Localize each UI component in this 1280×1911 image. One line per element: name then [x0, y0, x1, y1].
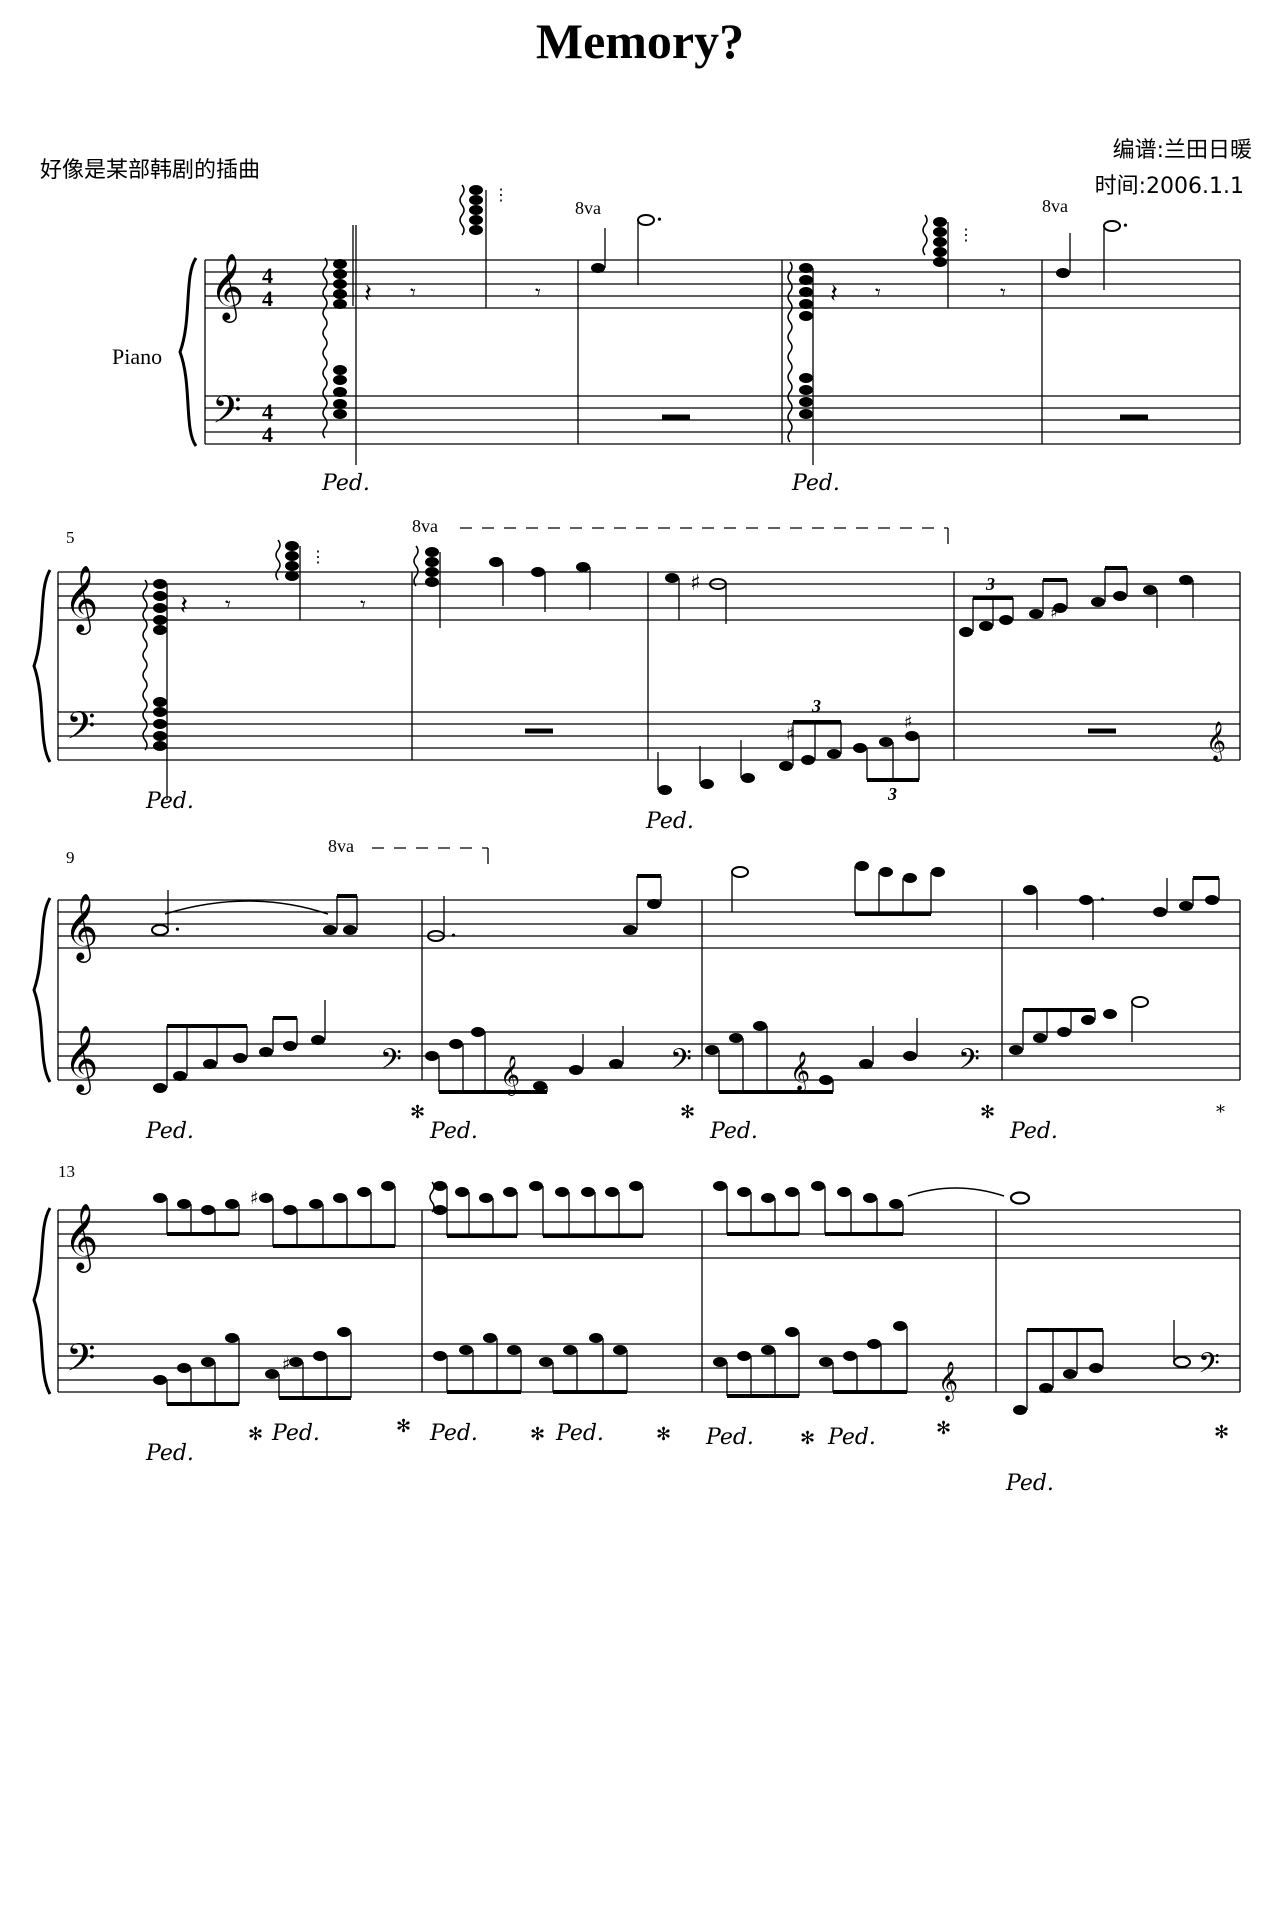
svg-text:⋮: ⋮ [493, 187, 509, 204]
svg-text:Ped.: Ped. [145, 1441, 194, 1466]
svg-text:✻: ✻ [530, 1424, 545, 1445]
svg-text:𝄢: 𝄢 [212, 387, 242, 441]
svg-text:♯: ♯ [282, 1354, 291, 1375]
svg-text:♯: ♯ [690, 571, 701, 596]
svg-text:✻: ✻ [1214, 1422, 1229, 1443]
svg-text:8va: 8va [328, 836, 354, 856]
svg-text:✻: ✻ [396, 1416, 411, 1437]
svg-text:𝄾: 𝄾 [360, 593, 366, 618]
svg-text:Ped.: Ped. [709, 1119, 758, 1144]
svg-text:𝄞: 𝄞 [500, 1055, 520, 1096]
svg-text:𝄞: 𝄞 [64, 564, 98, 635]
time-sig-top: 4 [262, 263, 273, 288]
svg-text:♯: ♯ [1050, 603, 1058, 622]
svg-text:𝄾: 𝄾 [1000, 281, 1006, 306]
score-subtitle: 好像是某部韩剧的插曲 [40, 158, 261, 183]
svg-text:𝄞: 𝄞 [64, 1024, 98, 1095]
svg-text:𝄢: 𝄢 [670, 1043, 692, 1083]
measure-number-13: 13 [58, 1162, 75, 1181]
svg-text:𝄽: 𝄽 [180, 591, 188, 621]
svg-text:𝄞: 𝄞 [64, 892, 98, 963]
measure-number-9: 9 [66, 848, 75, 867]
svg-text:Ped.: Ped. [705, 1425, 754, 1450]
svg-text:✻: ✻ [656, 1424, 671, 1445]
svg-text:Ped.: Ped. [827, 1425, 876, 1450]
svg-text:•: • [451, 929, 456, 944]
svg-text:✻: ✻ [680, 1102, 695, 1123]
svg-text:⋮: ⋮ [310, 549, 326, 566]
svg-text:8va: 8va [412, 516, 438, 536]
svg-text:Ped.: Ped. [145, 789, 194, 814]
ottava-mark-2: 8va [1042, 196, 1068, 216]
svg-text:✻: ✻ [800, 1428, 815, 1449]
system-1: 𝄞 𝄢 4 4 4 4 𝄽 𝄾 ⋮ 𝄾 8va • [178, 184, 1241, 496]
svg-text:3: 3 [811, 696, 821, 716]
svg-text:𝄾: 𝄾 [535, 281, 541, 306]
svg-text:✻: ✻ [936, 1418, 951, 1439]
svg-text:✻: ✻ [410, 1102, 425, 1123]
svg-text:Ped.: Ped. [271, 1421, 320, 1446]
svg-text:𝄾: 𝄾 [875, 281, 881, 306]
instrument-label: Piano [112, 344, 163, 369]
svg-text:Ped.: Ped. [429, 1119, 478, 1144]
svg-text:𝄽: 𝄽 [364, 279, 372, 309]
svg-text:𝄞: 𝄞 [938, 1361, 958, 1402]
svg-text:•: • [1123, 219, 1128, 234]
svg-text:•: • [657, 213, 662, 228]
svg-text:4: 4 [262, 286, 273, 311]
svg-text:𝄢: 𝄢 [958, 1043, 980, 1083]
svg-text:♯: ♯ [904, 712, 913, 733]
svg-text:Ped.: Ped. [791, 471, 840, 496]
svg-text:•: • [1100, 893, 1105, 908]
svg-text:•: • [175, 923, 180, 938]
svg-text:♯: ♯ [786, 724, 795, 745]
svg-text:Ped.: Ped. [555, 1421, 604, 1446]
svg-text:𝄾: 𝄾 [410, 281, 416, 306]
svg-text:Ped.: Ped. [429, 1421, 478, 1446]
svg-text:𝄢: 𝄢 [66, 1335, 96, 1389]
svg-text:𝄢: 𝄢 [380, 1043, 402, 1083]
svg-text:4: 4 [262, 422, 273, 447]
svg-text:⋮: ⋮ [958, 227, 974, 244]
svg-text:Ped.: Ped. [1009, 1119, 1058, 1144]
svg-text:♯: ♯ [250, 1188, 259, 1209]
date-credit: 时间:2006.1.1 [1094, 174, 1244, 199]
svg-text:✻: ✻ [980, 1102, 995, 1123]
system-3: 𝄞 𝄞 • 𝄢 Ped. 8va • [32, 836, 1241, 1144]
system-4: 𝄞 𝄢 ♯ ♯ Ped. ✻ Ped. ✻ [32, 1181, 1241, 1496]
svg-text:4: 4 [262, 399, 273, 424]
svg-text:𝄽: 𝄽 [830, 279, 838, 309]
svg-text:Ped.: Ped. [1005, 1471, 1054, 1496]
svg-text:𝄾: 𝄾 [225, 593, 231, 618]
arranger-credit: 编谱:兰田日暖 [1112, 138, 1252, 163]
svg-text:✻: ✻ [248, 1424, 263, 1445]
svg-text:3: 3 [887, 784, 897, 804]
svg-text:𝄢: 𝄢 [1198, 1347, 1220, 1387]
svg-text:3: 3 [985, 574, 995, 594]
pedal-release: * [1216, 1102, 1225, 1123]
svg-text:𝄞: 𝄞 [790, 1051, 810, 1092]
svg-text:𝄞: 𝄞 [64, 1202, 98, 1273]
svg-text:𝄞: 𝄞 [210, 252, 244, 323]
svg-text:𝄢: 𝄢 [66, 703, 96, 757]
svg-text:Ped.: Ped. [645, 809, 694, 834]
measure-number-5: 5 [66, 528, 75, 547]
pedal-mark: Ped. [321, 471, 370, 496]
system-2: 𝄞 𝄢 𝄽 𝄾 ⋮ 𝄾 8va ♯ [32, 516, 1241, 834]
svg-text:Ped.: Ped. [145, 1119, 194, 1144]
score-title: Memory? [535, 13, 745, 69]
svg-text:𝄞: 𝄞 [1206, 721, 1226, 762]
ottava-mark-1: 8va [575, 198, 601, 218]
